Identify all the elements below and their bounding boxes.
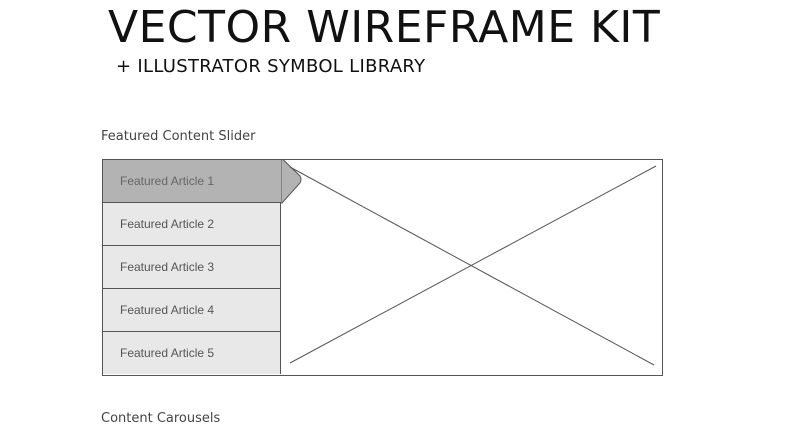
content-carousels-heading: Content Carousels	[101, 411, 221, 426]
slider-tab-4[interactable]: Featured Article 4	[103, 289, 281, 332]
featured-slider-heading: Featured Content Slider	[101, 129, 256, 144]
slider-tab-2[interactable]: Featured Article 2	[103, 203, 281, 246]
slider-tab-3[interactable]: Featured Article 3	[103, 246, 281, 289]
image-placeholder[interactable]	[282, 160, 662, 375]
page-title: VECTOR WIREFRAME KIT	[108, 2, 661, 53]
featured-content-slider: Featured Article 1 Featured Article 2 Fe…	[102, 159, 663, 376]
placeholder-cross-line-1	[289, 166, 655, 366]
active-tab-pointer-icon	[281, 159, 302, 204]
placeholder-cross-line-2	[289, 165, 657, 364]
page-subtitle: + ILLUSTRATOR SYMBOL LIBRARY	[116, 56, 426, 77]
slider-tab-5[interactable]: Featured Article 5	[103, 332, 281, 374]
slider-tab-list: Featured Article 1 Featured Article 2 Fe…	[103, 160, 282, 375]
slider-tab-1[interactable]: Featured Article 1	[103, 160, 281, 203]
